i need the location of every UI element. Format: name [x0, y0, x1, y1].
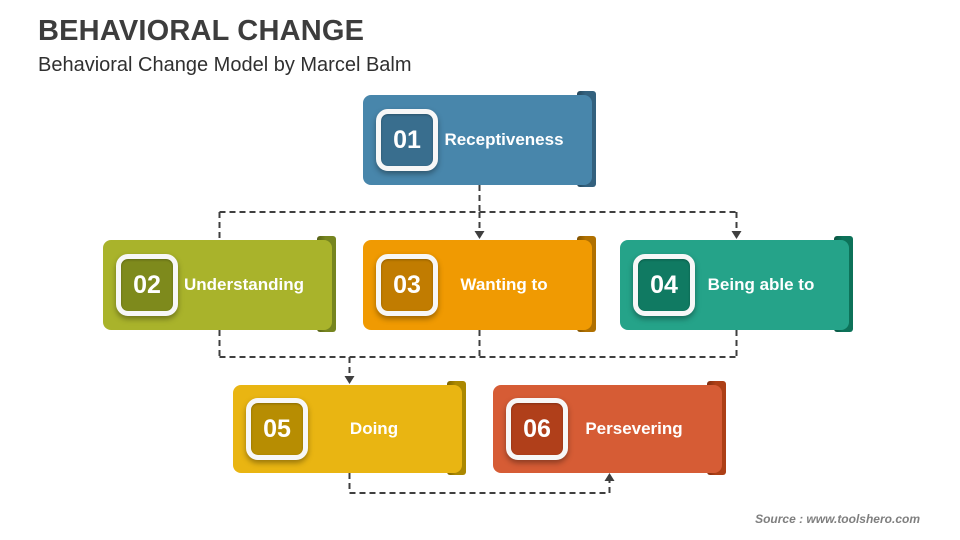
step1-label: Receptiveness: [444, 130, 564, 149]
step2-label: Understanding: [184, 275, 304, 294]
page-subtitle: Behavioral Change Model by Marcel Balm: [38, 53, 412, 76]
step1-number: 01: [393, 125, 421, 154]
step-box-receptiveness: 01 Receptiveness: [363, 91, 596, 187]
step-box-wanting-to: 03 Wanting to: [363, 236, 596, 332]
step-box-persevering: 06 Persevering: [493, 381, 726, 475]
step2-body: 02 Understanding: [103, 240, 332, 330]
step3-number-badge: 03: [376, 254, 438, 316]
step3-label: Wanting to: [460, 275, 548, 294]
step2-number-badge: 02: [116, 254, 178, 316]
step6-label: Persevering: [585, 419, 683, 438]
arrowhead-step5-icon: [344, 376, 355, 384]
step2-number: 02: [133, 270, 161, 299]
step6-body: 06 Persevering: [493, 385, 722, 473]
step4-label: Being able to: [707, 275, 815, 294]
step6-number-badge: 06: [506, 398, 568, 460]
slide-header: BEHAVIORAL CHANGE Behavioral Change Mode…: [38, 14, 412, 78]
arrowhead-step3-icon: [474, 231, 485, 239]
step3-body: 03 Wanting to: [363, 240, 592, 330]
step5-number-badge: 05: [246, 398, 308, 460]
step4-number: 04: [650, 270, 678, 299]
step3-number: 03: [393, 270, 421, 299]
step4-body: 04 Being able to: [620, 240, 849, 330]
step1-body: 01 Receptiveness: [363, 95, 592, 185]
step5-number: 05: [263, 414, 291, 443]
step4-number-badge: 04: [633, 254, 695, 316]
source-attribution: Source : www.toolshero.com: [755, 512, 920, 526]
step-box-understanding: 02 Understanding: [103, 236, 336, 332]
step1-number-badge: 01: [376, 109, 438, 171]
step5-label: Doing: [349, 419, 399, 438]
page-title: BEHAVIORAL CHANGE: [38, 15, 365, 47]
arrowhead-step4-icon: [731, 231, 742, 239]
step6-number: 06: [523, 414, 551, 443]
step-box-being-able-to: 04 Being able to: [620, 236, 853, 332]
step5-body: 05 Doing: [233, 385, 462, 473]
arrowhead-step6-icon: [604, 473, 615, 481]
step-box-doing: 05 Doing: [233, 381, 466, 475]
connector-step5-to-step6-line: [348, 473, 611, 494]
